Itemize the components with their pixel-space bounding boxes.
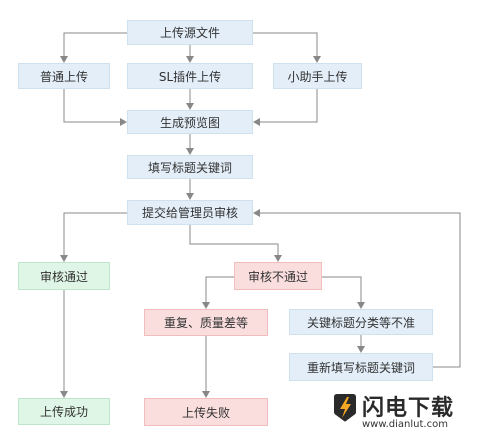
node-review-passed: 审核通过 bbox=[18, 262, 110, 290]
connector-submit-passed bbox=[63, 212, 127, 255]
node-keywords-inaccurate: 关键标题分类等不准 bbox=[289, 309, 433, 335]
arrow-head bbox=[60, 56, 68, 63]
node-generate-preview: 生成预览图 bbox=[127, 110, 253, 134]
arrow-head bbox=[202, 391, 210, 398]
arrow-head bbox=[186, 56, 194, 63]
arrow-head bbox=[357, 346, 365, 353]
connector-submit-failed bbox=[189, 225, 279, 255]
connector-source-assistant bbox=[253, 32, 318, 56]
connector-refill-loop bbox=[260, 212, 461, 368]
watermark-logo: 闪电下载 www.dianlut.com bbox=[332, 388, 472, 440]
node-upload-source: 上传源文件 bbox=[127, 20, 253, 45]
node-upload-success: 上传成功 bbox=[18, 398, 110, 425]
arrow-head bbox=[186, 103, 194, 110]
node-upload-failed: 上传失败 bbox=[144, 398, 268, 426]
arrow-head bbox=[186, 193, 194, 200]
arrow-head bbox=[120, 118, 127, 126]
arrow-head bbox=[202, 302, 210, 309]
node-fill-title-keywords: 填写标题关键词 bbox=[127, 155, 253, 179]
node-refill-title-keywords: 重新填写标题关键词 bbox=[289, 353, 433, 381]
node-normal-upload: 普通上传 bbox=[18, 63, 110, 89]
node-duplicate-quality: 重复、质量差等 bbox=[144, 309, 268, 336]
arrow-head bbox=[274, 255, 282, 262]
arrow-head bbox=[253, 209, 260, 217]
arrow-head bbox=[60, 255, 68, 262]
node-sl-plugin-upload: SL插件上传 bbox=[127, 63, 253, 89]
arrow-head bbox=[357, 302, 365, 309]
watermark-url: www.dianlut.com bbox=[362, 419, 448, 430]
connector-source-normal bbox=[63, 32, 127, 56]
arrow-head bbox=[253, 118, 260, 126]
node-review-failed: 审核不通过 bbox=[234, 262, 322, 290]
connector-failed-duplicate bbox=[205, 276, 234, 302]
arrow-head bbox=[186, 148, 194, 155]
connector-normal-preview bbox=[63, 89, 120, 123]
connector-failed-keywords bbox=[322, 276, 362, 302]
node-submit-admin-review: 提交给管理员审核 bbox=[127, 200, 253, 225]
node-assistant-upload: 小助手上传 bbox=[273, 63, 362, 89]
arrow-head bbox=[313, 56, 321, 63]
arrow-head bbox=[60, 391, 68, 398]
lightning-logo-icon bbox=[334, 394, 356, 422]
watermark-name: 闪电下载 bbox=[362, 396, 455, 421]
connector-assistant-preview bbox=[260, 89, 318, 123]
